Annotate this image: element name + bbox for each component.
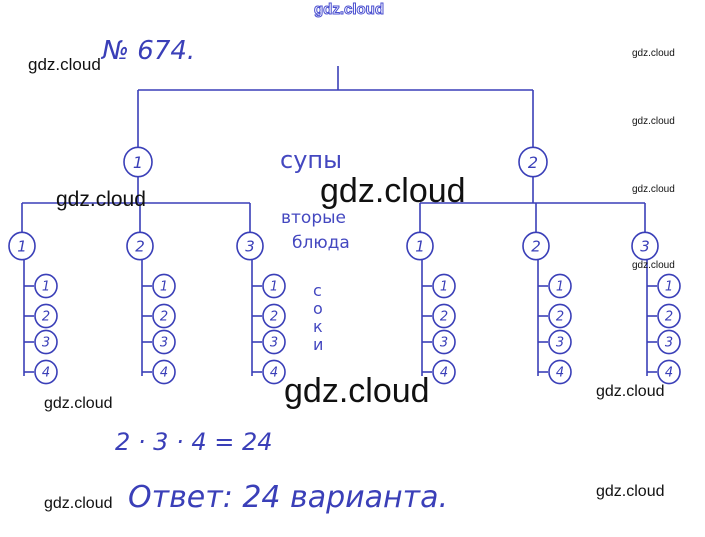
svg-text:1: 1 bbox=[665, 280, 673, 295]
level3-node: 3 bbox=[262, 329, 286, 355]
level3-node: 4 bbox=[34, 359, 58, 385]
level3-node: 4 bbox=[548, 359, 572, 385]
svg-text:3: 3 bbox=[556, 336, 564, 351]
level3-node: 2 bbox=[432, 303, 456, 329]
svg-text:4: 4 bbox=[42, 366, 50, 381]
svg-text:4: 4 bbox=[270, 366, 278, 381]
level3-node: 2 bbox=[34, 303, 58, 329]
level3-node: 1 bbox=[152, 273, 176, 299]
juice-letter: к bbox=[313, 317, 323, 336]
svg-text:2: 2 bbox=[160, 310, 168, 325]
juice-letter: с bbox=[313, 281, 322, 300]
svg-text:1: 1 bbox=[133, 153, 143, 172]
watermark-top: gdz.cloud bbox=[314, 1, 385, 19]
level2-node: 3 bbox=[631, 231, 659, 261]
level3-node: 3 bbox=[152, 329, 176, 355]
watermark: gdz.cloud bbox=[44, 495, 113, 512]
svg-text:1: 1 bbox=[160, 280, 168, 295]
svg-text:4: 4 bbox=[665, 366, 673, 381]
svg-text:4: 4 bbox=[160, 366, 168, 381]
svg-text:2: 2 bbox=[665, 310, 673, 325]
svg-text:4: 4 bbox=[440, 366, 448, 381]
problem-number: № 674. bbox=[102, 36, 196, 66]
label-juices: с о к и bbox=[313, 282, 323, 354]
svg-text:2: 2 bbox=[531, 237, 541, 255]
svg-text:1: 1 bbox=[270, 280, 278, 295]
watermark: gdz.cloud bbox=[284, 372, 430, 410]
svg-text:2: 2 bbox=[42, 310, 50, 325]
svg-text:1: 1 bbox=[556, 280, 564, 295]
watermark: gdz.cloud bbox=[632, 184, 675, 195]
level3-node: 3 bbox=[432, 329, 456, 355]
svg-text:1: 1 bbox=[42, 280, 50, 295]
svg-text:1: 1 bbox=[17, 237, 27, 255]
level3-node: 1 bbox=[432, 273, 456, 299]
svg-text:3: 3 bbox=[440, 336, 448, 351]
level3-node: 2 bbox=[262, 303, 286, 329]
level3-node: 4 bbox=[152, 359, 176, 385]
svg-text:1: 1 bbox=[415, 237, 425, 255]
svg-text:3: 3 bbox=[42, 336, 50, 351]
label-mains-1: вторые bbox=[281, 208, 346, 228]
svg-text:2: 2 bbox=[270, 310, 278, 325]
svg-text:3: 3 bbox=[270, 336, 278, 351]
level3-node: 3 bbox=[548, 329, 572, 355]
level2-node: 2 bbox=[126, 231, 154, 261]
svg-text:3: 3 bbox=[640, 237, 650, 255]
watermark: gdz.cloud bbox=[28, 55, 101, 74]
level2-node: 1 bbox=[8, 231, 36, 261]
watermark: gdz.cloud bbox=[44, 395, 113, 412]
level2-node: 2 bbox=[522, 231, 550, 261]
watermark: gdz.cloud bbox=[596, 383, 665, 400]
level3-node: 4 bbox=[262, 359, 286, 385]
level3-node: 1 bbox=[657, 273, 681, 299]
svg-text:2: 2 bbox=[528, 153, 538, 172]
svg-text:3: 3 bbox=[160, 336, 168, 351]
level2-node: 3 bbox=[236, 231, 264, 261]
svg-text:1: 1 bbox=[440, 280, 448, 295]
watermark: gdz.cloud bbox=[632, 116, 675, 127]
watermark: gdz.cloud bbox=[56, 188, 146, 211]
level3-node: 2 bbox=[152, 303, 176, 329]
svg-text:3: 3 bbox=[245, 237, 255, 255]
level3-node: 1 bbox=[548, 273, 572, 299]
level1-node: 1 bbox=[123, 146, 153, 178]
answer: Ответ: 24 варианта. bbox=[128, 480, 449, 515]
level2-node: 1 bbox=[406, 231, 434, 261]
svg-text:4: 4 bbox=[556, 366, 564, 381]
level3-node: 4 bbox=[657, 359, 681, 385]
svg-text:3: 3 bbox=[665, 336, 673, 351]
watermark: gdz.cloud bbox=[596, 483, 665, 500]
watermark: gdz.cloud bbox=[632, 260, 675, 271]
svg-text:2: 2 bbox=[556, 310, 564, 325]
watermark: gdz.cloud bbox=[320, 172, 466, 210]
calculation: 2 · 3 · 4 = 24 bbox=[115, 428, 273, 456]
svg-text:2: 2 bbox=[440, 310, 448, 325]
level3-node: 1 bbox=[34, 273, 58, 299]
label-mains-2: блюда bbox=[292, 233, 350, 253]
level3-node: 2 bbox=[548, 303, 572, 329]
level3-node: 4 bbox=[432, 359, 456, 385]
juice-letter: и bbox=[313, 335, 324, 354]
label-soups: супы bbox=[280, 146, 343, 174]
svg-text:2: 2 bbox=[135, 237, 145, 255]
juice-letter: о bbox=[313, 299, 323, 318]
level3-node: 3 bbox=[34, 329, 58, 355]
level3-node: 2 bbox=[657, 303, 681, 329]
watermark: gdz.cloud bbox=[632, 48, 675, 59]
level1-node: 2 bbox=[518, 146, 548, 178]
level3-node: 1 bbox=[262, 273, 286, 299]
level3-node: 3 bbox=[657, 329, 681, 355]
